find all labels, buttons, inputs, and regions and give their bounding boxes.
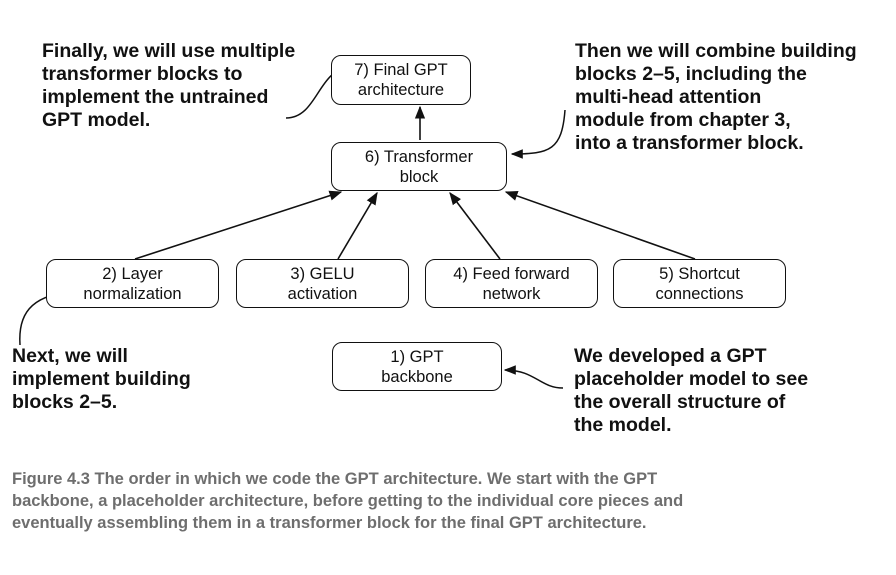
box-label: 4) Feed forward network (453, 264, 570, 303)
box-label: 1) GPT backbone (381, 347, 453, 386)
note-bottom-right: We developed a GPT placeholder model to … (574, 345, 809, 436)
box-gpt-backbone: 1) GPT backbone (332, 342, 502, 391)
box-feed-forward-network: 4) Feed forward network (425, 259, 598, 308)
box-label: 7) Final GPT architecture (354, 61, 448, 99)
box-label: 2) Layer normalization (83, 264, 182, 303)
box-transformer-block: 6) Transformer block (331, 142, 507, 191)
note-top-left: Finally, we will use multiple transforme… (42, 40, 296, 131)
box-label: 3) GELU activation (287, 264, 358, 303)
callout-curve-bottom-right (503, 365, 564, 389)
note-top-right: Then we will combine building blocks 2–5… (575, 40, 857, 154)
arrow-feed-forward-to-transformer (449, 191, 501, 260)
box-gelu-activation: 3) GELU activation (236, 259, 409, 308)
note-bottom-left: Next, we will implement building blocks … (12, 345, 191, 413)
arrow-gelu-to-transformer (337, 191, 378, 260)
arrow-shortcut-to-transformer (504, 191, 696, 260)
arrow-layer-norm-to-transformer (134, 190, 343, 260)
box-layer-normalization: 2) Layer normalization (46, 259, 219, 308)
callout-curve-top-right (510, 109, 566, 159)
box-final-gpt-architecture: 7) Final GPT architecture (331, 55, 471, 105)
box-shortcut-connections: 5) Shortcut connections (613, 259, 786, 308)
figure-caption: Figure 4.3 The order in which we code th… (12, 470, 684, 532)
box-label: 5) Shortcut connections (655, 264, 744, 303)
box-label: 6) Transformer block (364, 147, 474, 186)
